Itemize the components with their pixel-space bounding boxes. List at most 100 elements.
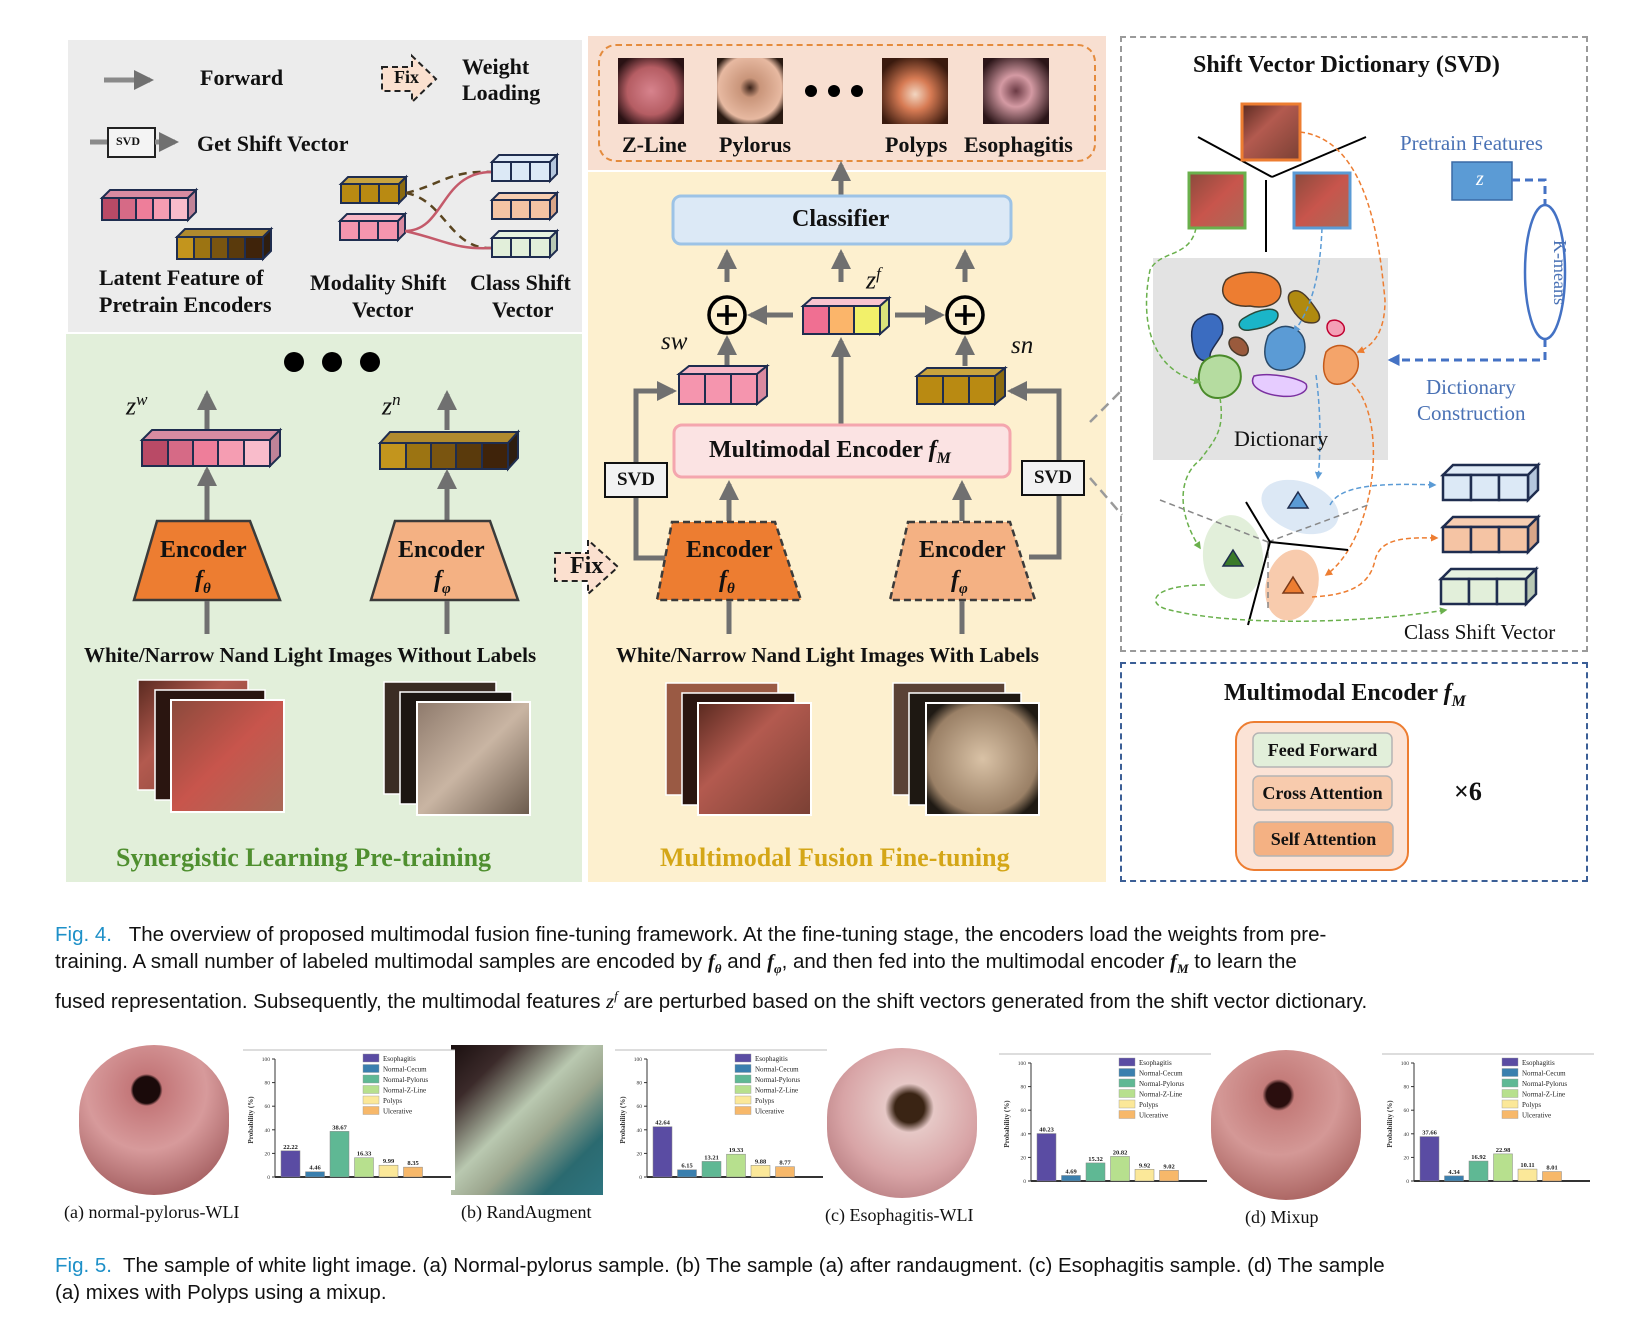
- y-axis-label: Probability (%): [1386, 1100, 1394, 1148]
- legend-swatch: [734, 1085, 752, 1094]
- legend-label: Normal-Pylorus: [383, 1076, 428, 1084]
- feature-zn-icon: [377, 429, 521, 472]
- class-label-polyps: Polyps: [885, 132, 948, 157]
- legend-swatch: [1501, 1089, 1519, 1098]
- legend-label: Esophagitis: [1522, 1059, 1555, 1067]
- bar: [1493, 1153, 1513, 1182]
- dictionary-construction-arrow: [1387, 339, 1547, 366]
- feature-zw-icon: [139, 427, 283, 469]
- bar: [1061, 1175, 1081, 1182]
- bar: [1468, 1160, 1489, 1182]
- pretrain-z-label: z: [1476, 168, 1484, 190]
- fig4-text-2a: training. A small number of labeled mult…: [55, 950, 708, 973]
- svd-box-right: SVD: [1021, 460, 1085, 496]
- y-tick-label: 80: [265, 1081, 271, 1087]
- pretrain-title: Synergistic Learning Pre-training: [116, 843, 492, 872]
- bar: [750, 1165, 771, 1178]
- bar-value-label: 9.02: [1163, 1163, 1174, 1170]
- modality-class-link: [404, 170, 493, 233]
- bar-value-label: 37.66: [1422, 1130, 1437, 1137]
- legend-label: Normal-Cecum: [1139, 1070, 1183, 1078]
- zw-base: z: [126, 391, 137, 421]
- cross-attention-box: [1252, 775, 1393, 811]
- y-tick-label: 60: [265, 1104, 271, 1110]
- feature-zf-icon: [800, 295, 892, 337]
- fig4-text-2b: and: [721, 950, 768, 973]
- zline-image: [618, 58, 684, 124]
- latent-feature-brown-icon: [174, 226, 274, 262]
- zf-label: zf: [866, 264, 881, 296]
- legend-class-label-2: Vector: [492, 297, 554, 322]
- class-label-pylorus: Pylorus: [719, 132, 792, 157]
- class-shift-vector-label: Class Shift Vector: [1404, 620, 1556, 644]
- legend-swatch: [734, 1064, 752, 1073]
- bar: [1542, 1171, 1562, 1182]
- y-tick-label: 60: [1021, 1108, 1027, 1114]
- sample-image-b: [451, 1045, 603, 1195]
- fix-weight-loading-icon: [554, 537, 620, 597]
- fig4-caption: Fig. 4. The overview of proposed multimo…: [55, 921, 1600, 1016]
- legend-label: Normal-Z-Line: [1139, 1091, 1182, 1099]
- class-shift-orange-icon: [489, 190, 560, 222]
- y-tick-label: 20: [637, 1151, 643, 1157]
- dictionary-label: Dictionary: [1234, 426, 1329, 451]
- sn-label: sn: [1011, 332, 1034, 359]
- dictionary-construction-label-1: Dictionary: [1426, 375, 1516, 399]
- modality-class-link: [404, 229, 493, 250]
- polyps-image: [882, 58, 948, 124]
- modality-class-link: [405, 191, 493, 250]
- kmeans-path: [1512, 178, 1547, 205]
- plus-left-icon: [707, 295, 747, 335]
- fig5-caption-line2: (a) mixes with Polyps using a mixup.: [55, 1281, 387, 1304]
- bar-value-label: 20.82: [1113, 1149, 1128, 1156]
- y-tick-label: 60: [637, 1104, 643, 1110]
- fig4-text-3b: are perturbed based on the shift vectors…: [617, 989, 1368, 1013]
- orange-flow-arrow-2: [1324, 382, 1375, 576]
- y-tick-label: 80: [637, 1081, 643, 1087]
- class-shift-blue-icon: [489, 152, 560, 184]
- bar-value-label: 4.69: [1065, 1168, 1077, 1175]
- finetune-title: Multimodal Fusion Fine-tuning: [660, 843, 1010, 872]
- legend-swatch: [362, 1095, 380, 1105]
- finetune-images-label: White/Narrow Nand Light Images With Labe…: [616, 643, 1039, 667]
- bar: [354, 1157, 374, 1178]
- y-axis-label: Probability (%): [247, 1096, 255, 1144]
- pretrain-images-label: White/Narrow Nand Light Images Without L…: [84, 643, 537, 667]
- encoder-theta-shape: [132, 519, 282, 602]
- y-tick-label: 100: [1018, 1061, 1027, 1067]
- green-flow-arrow: [1145, 227, 1202, 385]
- fig5-caption: Fig. 5. The sample of white light image.…: [55, 1252, 1600, 1306]
- esophagitis-image: [983, 58, 1049, 124]
- y-tick-label: 40: [637, 1128, 643, 1134]
- bar-value-label: 4.46: [309, 1165, 321, 1172]
- mme-title-text: Multimodal Encoder: [1224, 680, 1444, 706]
- bar: [1444, 1175, 1464, 1182]
- mm-encoder-label: Multimodal Encoder fM: [709, 437, 951, 468]
- legend-label: Ulcerative: [755, 1108, 784, 1116]
- encoder-theta-label: Encoder: [160, 537, 247, 563]
- bar-value-label: 9.88: [755, 1158, 767, 1165]
- bar: [1517, 1168, 1538, 1182]
- y-tick-label: 0: [267, 1175, 270, 1181]
- legend-label: Normal-Cecum: [1522, 1070, 1566, 1078]
- y-tick-label: 40: [1404, 1132, 1410, 1138]
- legend-swatch: [362, 1085, 380, 1094]
- fix-label: Fix: [570, 553, 604, 579]
- fig4-caption-line2: training. A small number of labeled mult…: [55, 950, 1297, 977]
- bar-value-label: 22.98: [1496, 1147, 1511, 1154]
- bar: [280, 1150, 301, 1178]
- y-tick-label: 100: [634, 1057, 643, 1063]
- legend-swatch: [734, 1095, 752, 1105]
- legend-swatch: [1501, 1057, 1519, 1067]
- legend-label: Ulcerative: [1139, 1112, 1168, 1120]
- finetune-nbi-images: [892, 682, 1040, 816]
- feed-forward-box: [1252, 732, 1393, 768]
- fig4-caption-line3: fused representation. Subsequently, the …: [55, 988, 1368, 1013]
- bar: [403, 1166, 423, 1178]
- bar: [1159, 1170, 1179, 1182]
- bar: [652, 1126, 673, 1178]
- y-tick-label: 60: [1404, 1108, 1410, 1114]
- y-tick-label: 80: [1021, 1085, 1027, 1091]
